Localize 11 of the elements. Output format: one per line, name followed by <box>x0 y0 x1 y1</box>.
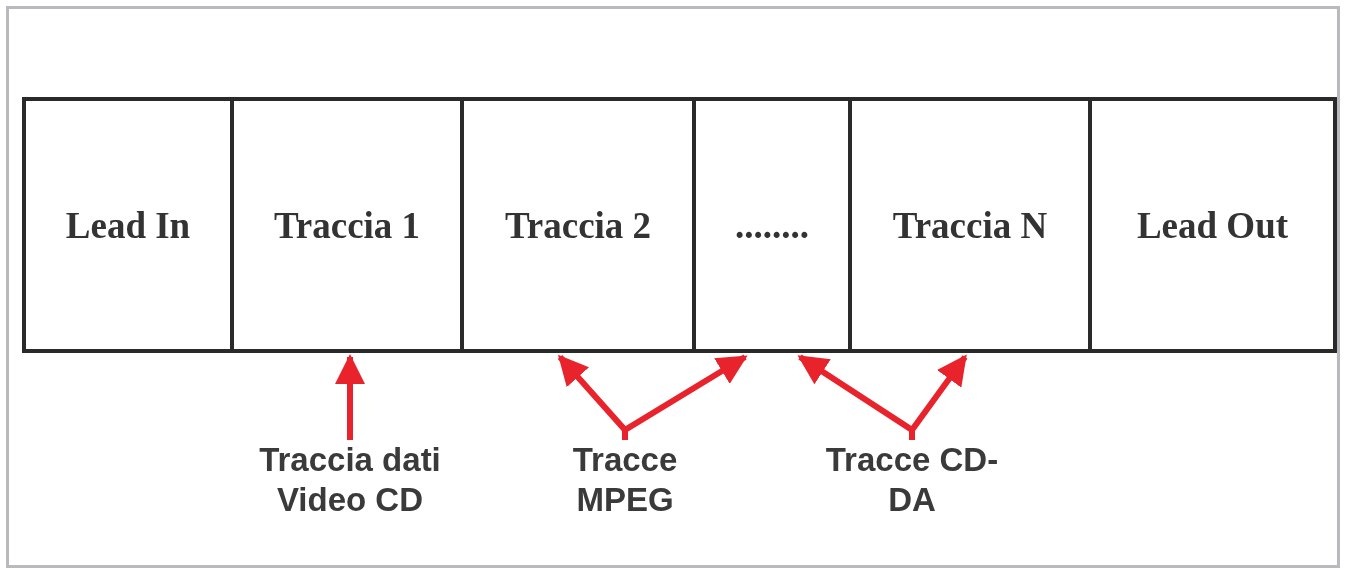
track-label: Traccia 2 <box>504 203 652 247</box>
callout-label: Traccia dati Video CD <box>258 440 442 520</box>
track-label: ........ <box>735 203 809 247</box>
callout-label: Tracce CD-DA <box>824 440 1000 520</box>
track-label: Traccia N <box>892 203 1048 247</box>
track-label: Lead In <box>65 203 191 247</box>
callout-label: Tracce MPEG <box>571 440 679 520</box>
arrow <box>335 354 365 440</box>
track-label: Lead Out <box>1136 203 1289 247</box>
track-label: Traccia 1 <box>273 203 421 247</box>
arrow <box>622 354 748 440</box>
